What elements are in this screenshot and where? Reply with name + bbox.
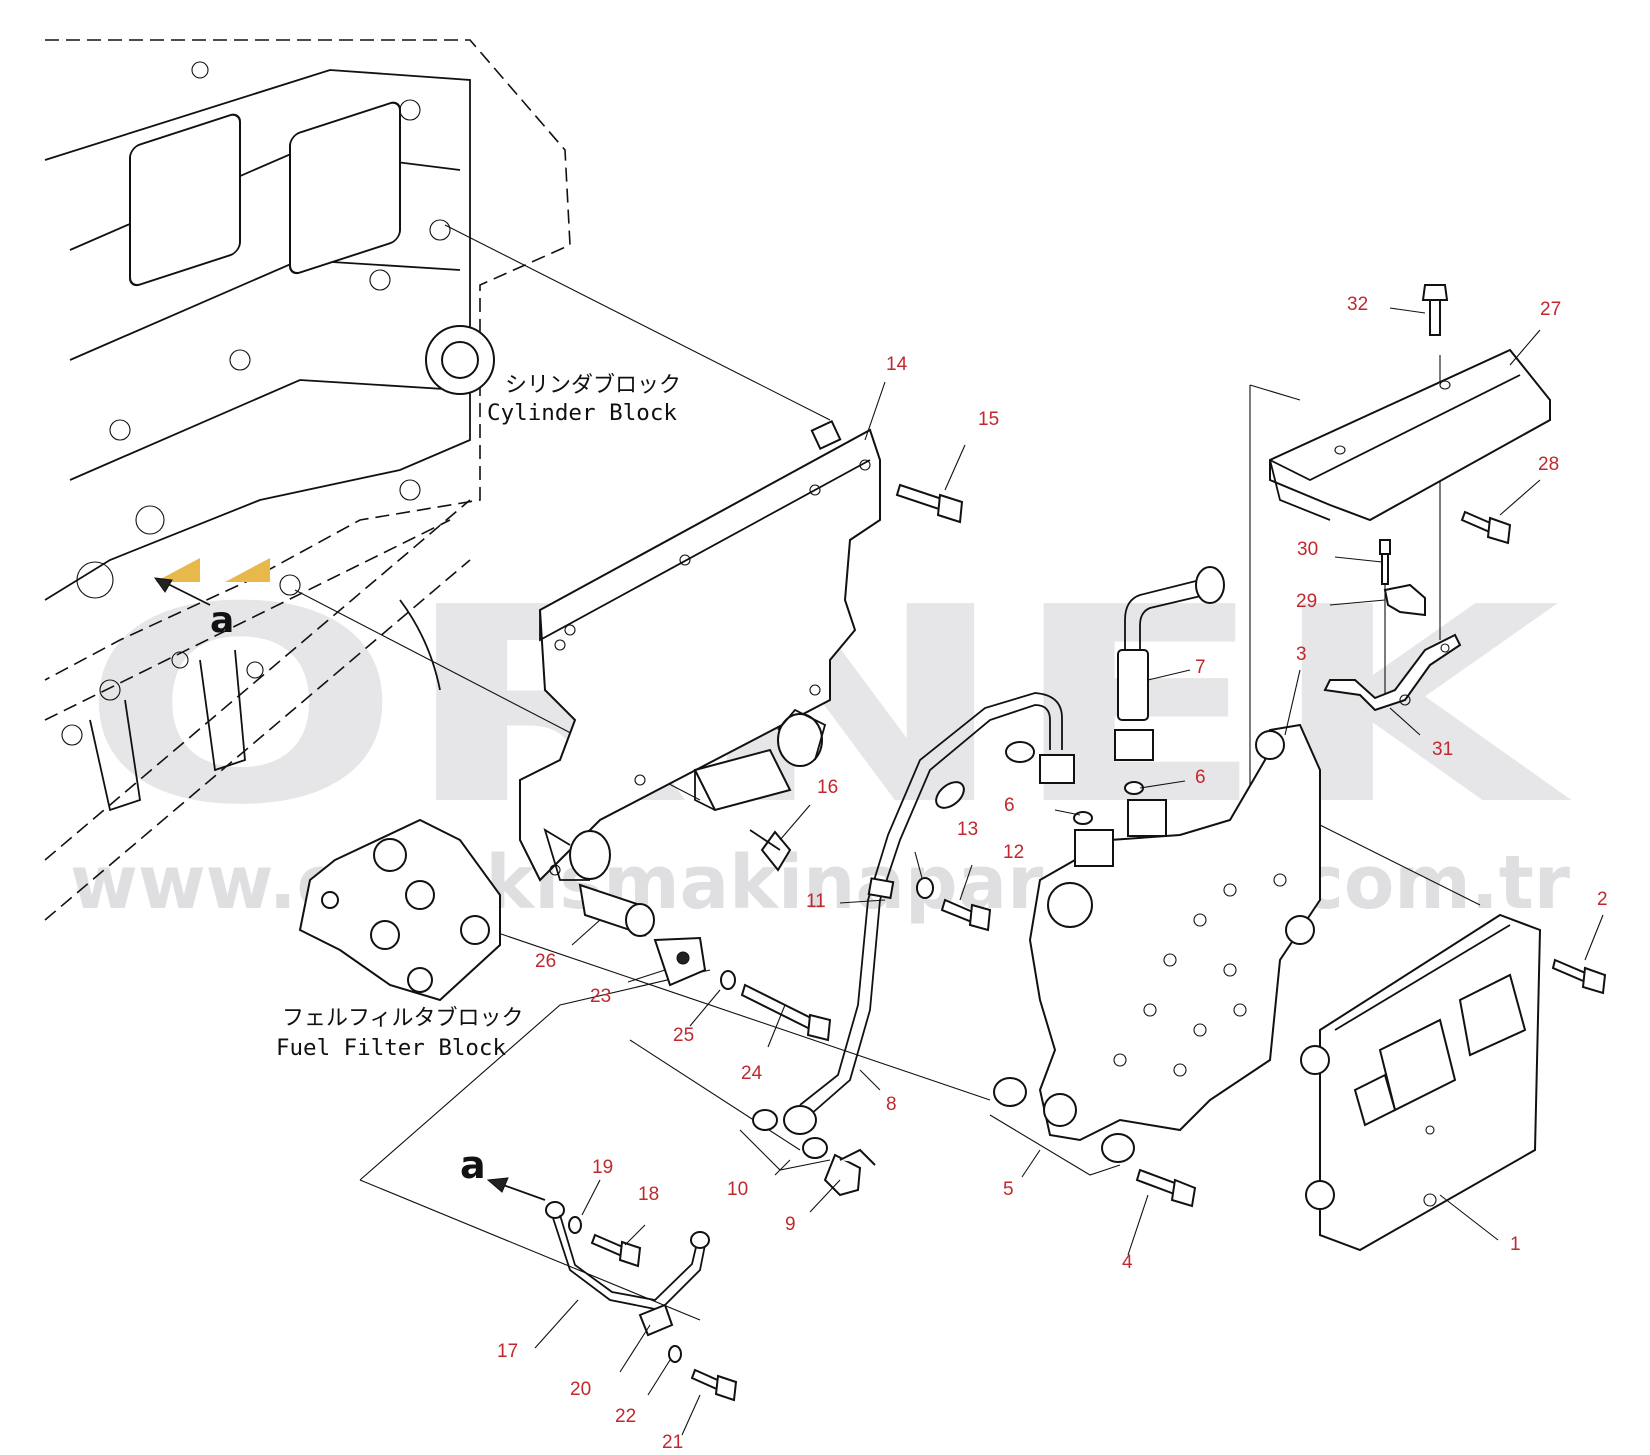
fuel-filter-block-label: フェルフィルタブロック Fuel Filter Block (276, 1006, 524, 1061)
callout-21: 21 (662, 1432, 683, 1453)
callout-32: 32 (1347, 294, 1368, 315)
callout-12: 12 (1003, 842, 1024, 863)
callout-30: 30 (1297, 539, 1318, 560)
watermark-url: www.ornekismakinaparcalari.com.tr (70, 840, 1571, 926)
part-19-washer (568, 1216, 582, 1234)
callout-6a: 6 (1004, 795, 1015, 816)
callout-27: 27 (1540, 299, 1561, 320)
callout-20: 20 (570, 1379, 591, 1400)
part-8-fuel-hose (783, 692, 1075, 1135)
part-10-washers (739, 1109, 831, 1171)
part-14-bracket-plate (519, 419, 881, 882)
callout-18: 18 (638, 1184, 659, 1205)
callout-4: 4 (1122, 1252, 1133, 1273)
part-16-spacer-block (693, 708, 827, 872)
part-2-bolt (1551, 958, 1607, 995)
part-29-clip (1383, 583, 1426, 617)
callout-3: 3 (1296, 644, 1307, 665)
callout-28: 28 (1538, 454, 1559, 475)
callout-24: 24 (741, 1063, 763, 1084)
callout-11: 11 (806, 891, 826, 912)
callout-31: 31 (1432, 739, 1453, 760)
callout-1: 1 (1510, 1234, 1521, 1255)
callout-17: 17 (497, 1341, 518, 1362)
part-13-washer (916, 877, 934, 899)
callout-numbers: 1 2 3 4 5 6 6 7 8 9 10 11 12 13 14 15 16… (497, 294, 1608, 1453)
callout-5: 5 (1003, 1179, 1014, 1200)
cylinder-block-drawing (44, 39, 571, 921)
part-7-fuel-hose (1114, 566, 1225, 761)
part-4-bolt (1135, 1168, 1197, 1208)
view-a-arrow (359, 1177, 701, 1321)
cylinder-block-label-jp: シリンダブロック (505, 373, 681, 398)
callout-13: 13 (957, 819, 978, 840)
callout-10: 10 (727, 1179, 748, 1200)
callout-22: 22 (615, 1406, 636, 1427)
callout-7: 7 (1195, 657, 1206, 678)
view-marker-bottom: a (460, 1143, 486, 1187)
part-15-bolt (895, 483, 964, 524)
part-25-washer (720, 970, 736, 990)
part-1-ecm (1300, 913, 1542, 1252)
fuel-filter-label-en: Fuel Filter Block (276, 1036, 506, 1061)
cylinder-block-label: シリンダブロック Cylinder Block (487, 373, 681, 426)
part-3-pump-block (1028, 723, 1321, 1142)
part-12-bolt (940, 898, 992, 932)
callout-8: 8 (886, 1094, 897, 1115)
part-28-bolt (1460, 510, 1512, 545)
part-22-washer (668, 1345, 682, 1363)
callout-26: 26 (535, 951, 556, 972)
callout-15: 15 (978, 409, 999, 430)
callout-19: 19 (592, 1157, 613, 1178)
fuel-filter-block-drawing (298, 818, 501, 1002)
part-23-clamp (653, 936, 707, 987)
cylinder-block-label-en: Cylinder Block (487, 401, 677, 426)
part-24-bolt (740, 983, 832, 1042)
callout-6b: 6 (1195, 767, 1206, 788)
view-marker-top: a (210, 600, 234, 641)
part-31-bracket (1323, 633, 1462, 712)
callout-29: 29 (1296, 591, 1317, 612)
part-30-screw (1379, 539, 1391, 585)
callout-16: 16 (817, 777, 838, 798)
part-21-bolt (690, 1368, 738, 1402)
callout-2: 2 (1597, 889, 1608, 910)
callout-leaders (534, 307, 1604, 1436)
callout-25: 25 (673, 1025, 694, 1046)
callout-14: 14 (886, 354, 908, 375)
view-a-markers (153, 558, 270, 606)
part-26-spacer-tubes (543, 828, 655, 937)
part-27-cover (1269, 348, 1551, 522)
part-9-bolt (823, 1148, 876, 1197)
part-32-bolt (1421, 284, 1449, 336)
callout-23: 23 (590, 986, 611, 1007)
part-5-grommets (989, 1077, 1135, 1176)
part-18-bolt (590, 1233, 642, 1268)
callout-9: 9 (785, 1214, 796, 1235)
fuel-filter-label-jp: フェルフィルタブロック (282, 1006, 524, 1031)
